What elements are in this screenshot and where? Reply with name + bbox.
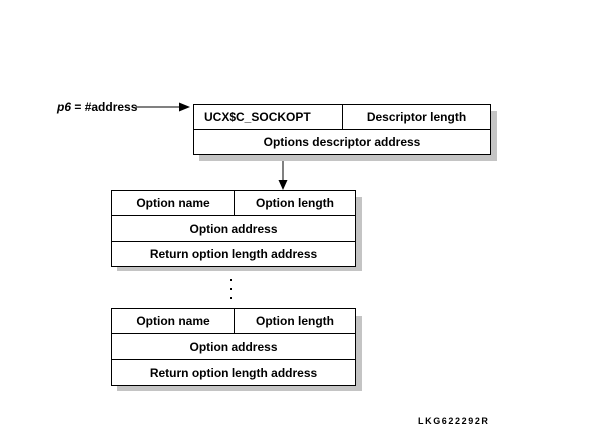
option-name-cell: Option name <box>136 196 210 210</box>
pointer-assignment: = #address <box>71 100 138 114</box>
options-descriptor-row: Options descriptor address <box>194 129 490 154</box>
option-header-row: Option name Option length <box>112 309 355 333</box>
option-address-cell: Option address <box>189 339 278 354</box>
sockopt-header-row: UCX$C_SOCKOPT Descriptor length <box>194 105 490 129</box>
pointer-label: p6 = #address <box>57 100 137 114</box>
descriptor-length-cell: Descriptor length <box>342 105 490 129</box>
sockopt-code-cell: UCX$C_SOCKOPT <box>204 110 311 124</box>
return-length-address-cell: Return option length address <box>149 365 318 380</box>
option-header-row: Option name Option length <box>112 191 355 215</box>
option-item-block: Option name Option length Option address… <box>111 308 356 386</box>
option-length-cell: Option length <box>234 309 355 333</box>
figure-code: LKG622292R <box>418 416 490 426</box>
return-length-address-cell: Return option length address <box>149 247 318 261</box>
ellipsis-dot <box>230 279 232 281</box>
option-address-row: Option address <box>112 215 355 241</box>
option-item-block: Option name Option length Option address… <box>111 190 356 267</box>
option-address-row: Option address <box>112 333 355 359</box>
option-length-cell: Option length <box>234 191 355 215</box>
ellipsis-dot <box>230 288 232 290</box>
return-length-row: Return option length address <box>112 241 355 266</box>
pointer-arrowhead <box>179 102 190 112</box>
return-length-row: Return option length address <box>112 359 355 385</box>
sockopt-descriptor-block: UCX$C_SOCKOPT Descriptor length Options … <box>193 104 491 155</box>
ellipsis-dot <box>230 297 232 299</box>
descriptor-arrowhead <box>278 180 288 190</box>
register-name: p6 <box>57 100 72 114</box>
options-descriptor-address-cell: Options descriptor address <box>263 135 421 149</box>
option-address-cell: Option address <box>189 221 278 236</box>
option-name-cell: Option name <box>136 314 210 328</box>
